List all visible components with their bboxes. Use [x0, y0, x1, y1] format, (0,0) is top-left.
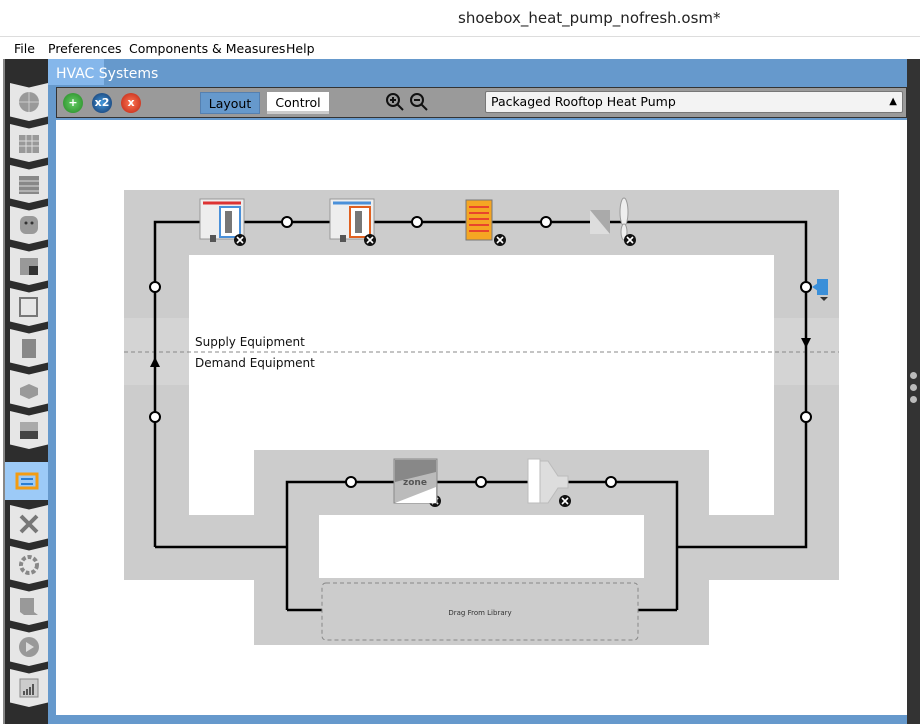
sidebar-item-loads[interactable]: [10, 206, 48, 244]
arrow-down-icon: [801, 338, 811, 348]
menu-bar: File Preferences Components & Measures H…: [0, 36, 920, 59]
tab-control[interactable]: Control: [267, 92, 329, 114]
outlet-icon: [20, 216, 38, 234]
node[interactable]: [605, 476, 617, 488]
right-splitter[interactable]: [907, 59, 920, 724]
remove-component-icon[interactable]: [234, 234, 246, 246]
zoom-out-icon[interactable]: [409, 92, 429, 112]
hvac-systems-panel: HVAC Systems + x2 x Layout Control Packa…: [48, 59, 907, 724]
hvac-toolbar: + x2 x Layout Control Packaged Rooftop H…: [56, 87, 907, 118]
duplicate-system-button[interactable]: x2: [92, 93, 112, 113]
node[interactable]: [281, 216, 293, 228]
supply-equipment-label: Supply Equipment: [195, 335, 305, 349]
hvac-diagram-canvas: Supply Equipment Demand Equipment: [56, 120, 907, 715]
setpoint-manager-icon[interactable]: [812, 279, 828, 301]
delete-icon: x: [127, 96, 135, 109]
air-loop-diagram: Supply Equipment Demand Equipment: [124, 190, 839, 645]
node[interactable]: [149, 281, 161, 293]
sidebar-item-facility[interactable]: [10, 329, 48, 367]
calendar-icon: [19, 135, 39, 153]
remove-component-icon[interactable]: [559, 495, 571, 507]
menu-file[interactable]: File: [14, 41, 35, 56]
building-icon: [22, 339, 36, 358]
sidebar-item-hvac-systems[interactable]: [5, 462, 50, 500]
node[interactable]: [411, 216, 423, 228]
sidebar-item-site[interactable]: [10, 83, 48, 121]
zone-label: zone: [403, 478, 427, 488]
supply-fan-icon[interactable]: [590, 197, 629, 241]
air-terminal-icon[interactable]: [527, 458, 569, 504]
panel-title-highlight: [48, 59, 104, 85]
cubes-icon: [20, 258, 38, 275]
node[interactable]: [540, 216, 552, 228]
window-titlebar: shoebox_heat_pump_nofresh.osm*: [0, 0, 920, 36]
sidebar-item-thermal-zones[interactable]: [10, 411, 48, 449]
gear-icon: [19, 555, 39, 575]
node[interactable]: [800, 281, 812, 293]
node[interactable]: [149, 411, 161, 423]
nodes: [149, 216, 812, 488]
bricks-icon: [19, 176, 39, 194]
node[interactable]: [800, 411, 812, 423]
splitter-handle-dot: [910, 396, 917, 403]
sidebar-item-schedules[interactable]: [10, 124, 48, 162]
window-title: shoebox_heat_pump_nofresh.osm*: [458, 9, 721, 27]
zones-cube-icon: [20, 422, 38, 439]
remove-component-icon[interactable]: [364, 234, 376, 246]
sidebar-item-measures[interactable]: [10, 587, 48, 625]
sidebar-item-geometry[interactable]: [10, 288, 48, 326]
cooling-coil-dx-icon[interactable]: [329, 198, 375, 242]
sidebar-item-constructions[interactable]: [10, 165, 48, 203]
sidebar-item-simulation-settings[interactable]: [10, 546, 48, 584]
electric-heating-coil-icon[interactable]: [465, 199, 493, 241]
arrow-up-icon: [150, 357, 160, 367]
sidebar-item-variables[interactable]: [10, 505, 48, 543]
variable-x-icon: [19, 514, 39, 534]
bar-chart-icon: [19, 678, 39, 698]
sidebar-item-run-simulation[interactable]: [10, 628, 48, 666]
delete-system-button[interactable]: x: [121, 93, 141, 113]
splitter-handle-dot: [910, 384, 917, 391]
sidebar-item-results-summary[interactable]: [10, 669, 48, 707]
panel-title: HVAC Systems: [56, 66, 159, 82]
demand-equipment-label: Demand Equipment: [195, 356, 315, 370]
box-icon: [20, 384, 38, 399]
sidebar-item-spaces[interactable]: [10, 370, 48, 408]
remove-component-icon[interactable]: [494, 234, 506, 246]
menu-preferences[interactable]: Preferences: [48, 41, 122, 56]
select-arrows-icon: ▲: [889, 96, 897, 107]
scroll-icon: [20, 598, 38, 615]
drag-from-library-dropzone[interactable]: [321, 582, 639, 641]
sidebar: [3, 59, 50, 724]
play-icon: [19, 637, 39, 657]
floorplan-icon: [19, 297, 38, 317]
system-select-value: Packaged Rooftop Heat Pump: [491, 94, 676, 109]
plus-icon: +: [68, 96, 78, 109]
tab-layout[interactable]: Layout: [200, 92, 260, 114]
add-system-button[interactable]: +: [63, 93, 83, 113]
globe-icon: [19, 92, 39, 112]
system-select[interactable]: Packaged Rooftop Heat Pump ▲: [485, 91, 903, 113]
drag-from-library-label: Drag From Library: [448, 609, 511, 617]
zoom-in-icon[interactable]: [385, 92, 405, 112]
menu-help[interactable]: Help: [286, 41, 315, 56]
menu-components-measures[interactable]: Components & Measures: [129, 41, 286, 56]
remove-component-icon[interactable]: [624, 234, 636, 246]
hvac-loop-icon: [15, 472, 39, 490]
sidebar-item-space-types[interactable]: [10, 247, 48, 285]
thermal-zone-icon[interactable]: zone: [393, 458, 438, 504]
node[interactable]: [475, 476, 487, 488]
splitter-handle-dot: [910, 372, 917, 379]
node[interactable]: [345, 476, 357, 488]
heating-coil-dx-icon[interactable]: [199, 198, 245, 242]
duplicate-icon: x2: [94, 96, 110, 109]
